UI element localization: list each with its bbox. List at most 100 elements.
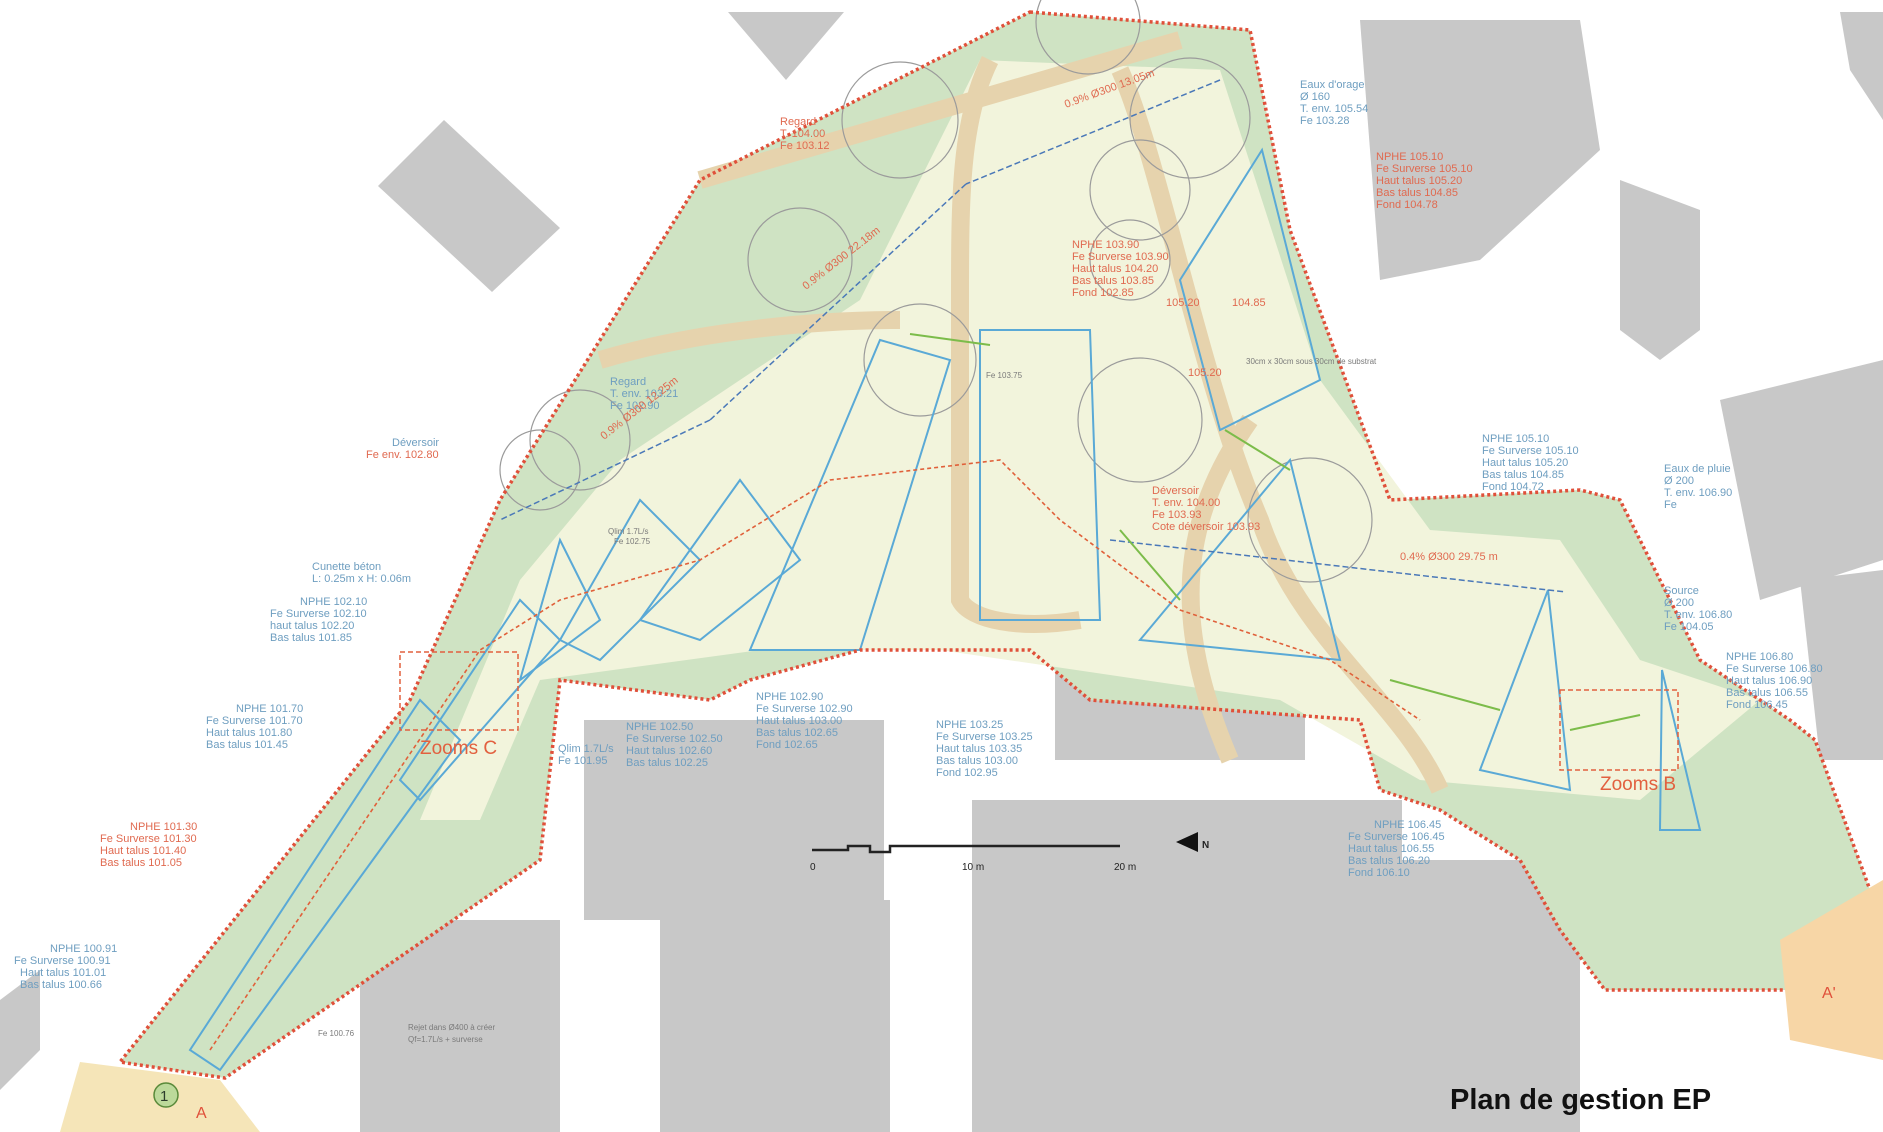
building: [0, 970, 40, 1090]
annotation: Source Ø 200 T. env. 106.80 Fe 104.05: [1664, 585, 1735, 633]
annotation-line: Fond 102.65: [756, 739, 818, 751]
annotation: NPHE 105.10 Fe Surverse 105.10 Haut talu…: [1482, 433, 1582, 493]
tree: [499, 429, 581, 511]
annotation-line: Source: [1664, 585, 1699, 597]
annotation-line: NPHE 102.90: [756, 691, 823, 703]
annotation: Rejet dans Ø400 à créer Qf=1.7L/s + surv…: [408, 1023, 497, 1044]
annotation: NPHE 101.30 Fe Surverse 101.30 Haut talu…: [100, 821, 200, 869]
annotation-line: Qlim 1.7L/s: [558, 743, 614, 755]
point-1-label: 1: [160, 1088, 168, 1105]
annotation: Déversoir: [392, 437, 439, 449]
annotation-line: Cote déversoir 103.93: [1152, 521, 1260, 533]
annotation-line: Haut talus 101.80: [206, 727, 292, 739]
annotation-line: Fe Surverse 100.91: [14, 955, 111, 967]
annotation-line: Fe: [1664, 499, 1677, 511]
annotation-line: NPHE 102.50: [626, 721, 693, 733]
annotation-line: Fond 106.10: [1348, 867, 1410, 879]
annotation-line: Bas talus 104.85: [1482, 469, 1564, 481]
annotation-line: Haut talus 103.35: [936, 743, 1022, 755]
building: [660, 900, 890, 1132]
annotation-line: Fe Surverse 103.25: [936, 731, 1033, 743]
annotation-line: NPHE 106.45: [1374, 819, 1441, 831]
tree: [747, 207, 853, 313]
annotation-line: Fond 104.78: [1376, 199, 1438, 211]
annotation-line: Fe Surverse 105.10: [1376, 163, 1473, 175]
annotation-line: Fe Surverse 103.90: [1072, 251, 1169, 263]
building: [1800, 570, 1883, 760]
zoom-c-label: Zooms C: [420, 738, 497, 759]
stormwater-pipe: [709, 183, 967, 421]
annotation-line: Ø 200: [1664, 475, 1694, 487]
annotation-line: Fe Surverse 106.80: [1726, 663, 1823, 675]
annotation-line: NPHE 106.80: [1726, 651, 1793, 663]
flow-arrow: [1224, 429, 1291, 471]
annotation-line: NPHE 102.10: [300, 596, 367, 608]
annotation-line: L: 0.25m x H: 0.06m: [312, 573, 411, 585]
stormwater-pipe: [1109, 539, 1567, 593]
annotation-line: Fe Surverse 102.90: [756, 703, 853, 715]
tree: [1129, 57, 1251, 179]
overflow-pipe: [209, 459, 1421, 1051]
annotation-line: T. env. 105.54: [1300, 103, 1368, 115]
elevation-point: 105.20: [1188, 367, 1222, 379]
swale: [638, 478, 802, 642]
annotation: NPHE 100.91 Fe Surverse 100.91 Haut talu…: [14, 943, 120, 991]
trees: [499, 0, 1373, 583]
annotation: Cunette béton L: 0.25m x H: 0.06m: [312, 561, 411, 585]
building: [972, 800, 1402, 1132]
annotation-line: Bas talus 101.85: [270, 632, 352, 644]
annotation: Eaux de pluie Ø 200 T. env. 106.90 Fe: [1664, 463, 1735, 511]
swales: [188, 147, 1702, 1072]
stormwater-pipe: [965, 79, 1221, 185]
building: [1620, 180, 1700, 360]
flow-arrow: [909, 333, 991, 346]
annotation-line: Bas talus 104.85: [1376, 187, 1458, 199]
annotation-line: Eaux de pluie: [1664, 463, 1731, 475]
annotation: Eaux d'orage Ø 160 T. env. 105.54 Fe 103…: [1300, 79, 1371, 127]
annotation-line: T. env. 106.80: [1664, 609, 1732, 621]
zoom-c-frame: [399, 651, 519, 731]
annotation-line: Haut talus 104.20: [1072, 263, 1158, 275]
annotation-line: T. env. 104.00: [1152, 497, 1220, 509]
annotation: NPHE 103.25 Fe Surverse 103.25 Haut talu…: [936, 719, 1036, 779]
scale-tick-10: 10 m: [962, 862, 984, 873]
annotation-line: Fond 104.72: [1482, 481, 1544, 493]
annotation-line: Haut talus 103.00: [756, 715, 842, 727]
small-label: 30cm x 30cm sous 30cm de substrat: [1246, 357, 1377, 366]
annotation-line: Bas talus 100.66: [20, 979, 102, 991]
annotation-line: Bas talus 102.25: [626, 757, 708, 769]
tree: [1247, 457, 1373, 583]
paths: [597, 31, 1449, 794]
corner-zone: [1780, 880, 1883, 1060]
building: [1840, 12, 1883, 120]
annotation: Regard T. 104.00 Fe 103.12: [780, 116, 830, 152]
annotation-line: Fe 103.93: [1152, 509, 1202, 521]
annotation-line: Haut talus 102.60: [626, 745, 712, 757]
annotation-line: Rejet dans Ø400 à créer: [408, 1023, 495, 1032]
annotation: NPHE 105.10 Fe Surverse 105.10 Haut talu…: [1376, 151, 1476, 211]
section-a-prime-label: A': [1822, 985, 1836, 1002]
building: [728, 12, 844, 80]
annotation: NPHE 102.10 Fe Surverse 102.10 haut talu…: [270, 596, 370, 644]
annotation-line: Regard: [780, 116, 816, 128]
annotation-line: Bas talus 101.05: [100, 857, 182, 869]
small-labels: 30cm x 30cm sous 30cm de substrat Qlim 1…: [318, 357, 1377, 1038]
section-a-label: A: [196, 1105, 207, 1122]
swale: [1478, 589, 1572, 792]
basin-area: [420, 60, 1760, 820]
annotation-line: NPHE 101.70: [236, 703, 303, 715]
annotation-line: Bas talus 106.55: [1726, 687, 1808, 699]
annotation-line: Fe 104.05: [1664, 621, 1714, 633]
annotation-line: Cunette béton: [312, 561, 381, 573]
annotation-line: Bas talus 106.20: [1348, 855, 1430, 867]
annotation-line: Haut talus 101.40: [100, 845, 186, 857]
north-arrow-icon: [1176, 832, 1198, 852]
annotation-line: NPHE 105.10: [1482, 433, 1549, 445]
annotation: Regard T. env. 103.21 Fe 102.90: [610, 376, 681, 412]
annotation-line: NPHE 105.10: [1376, 151, 1443, 163]
annotation-line: Haut talus 101.01: [20, 967, 106, 979]
annotation: NPHE 106.80 Fe Surverse 106.80 Haut talu…: [1726, 651, 1826, 711]
buildings: [0, 12, 1883, 1132]
swale: [1138, 457, 1342, 662]
